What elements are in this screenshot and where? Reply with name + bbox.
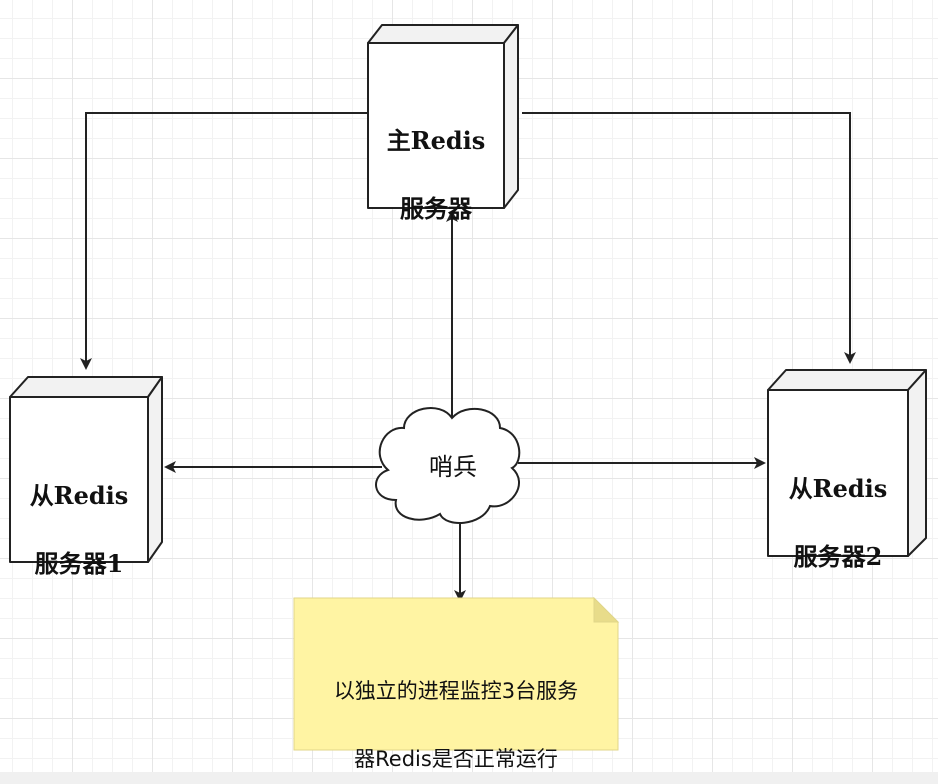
- note-card[interactable]: [293, 596, 620, 751]
- slave2-server-label-line2: 服务器2: [793, 542, 883, 571]
- slave1-server-label: 从Redis 服务器1: [10, 445, 148, 615]
- sentinel-cloud[interactable]: [375, 407, 521, 525]
- connector-master-to-slave1: [80, 112, 368, 370]
- slave1-server-label-line1: 从Redis: [29, 481, 129, 510]
- master-server-top: [367, 24, 519, 44]
- note-text: 以独立的进程监控3台服务 器Redis是否正常运行: [296, 640, 616, 784]
- slave1-server-top: [9, 376, 163, 398]
- slave2-server-top: [767, 369, 927, 391]
- note-text-line1: 以独立的进程监控3台服务: [333, 679, 579, 703]
- master-server-label-line2: 服务器: [400, 194, 472, 223]
- slave2-server-front: [767, 389, 909, 557]
- note-text-line2: 器Redis是否正常运行: [354, 747, 558, 771]
- slave2-server-box[interactable]: [767, 369, 927, 557]
- sentinel-label: 哨兵: [429, 453, 477, 481]
- slave1-server-front: [9, 396, 149, 563]
- note-fold: [593, 596, 620, 623]
- slave1-server-label-line2: 服务器1: [34, 549, 124, 578]
- connector-master-to-slave2: [522, 112, 856, 364]
- master-server-side: [503, 24, 519, 209]
- bottom-strip: [0, 772, 938, 784]
- slave1-server-side: [147, 376, 163, 563]
- slave2-server-label: 从Redis 服务器2: [768, 438, 908, 608]
- master-server-box[interactable]: [367, 24, 519, 209]
- slave1-server-box[interactable]: [9, 376, 163, 563]
- slave2-server-label-line1: 从Redis: [788, 474, 888, 503]
- master-server-front: [367, 42, 505, 209]
- slave2-server-side: [907, 369, 927, 557]
- note-body: [293, 597, 619, 751]
- master-server-label-line1: 主Redis: [386, 126, 486, 155]
- master-server-label: 主Redis 服务器: [368, 90, 504, 260]
- connectors: [80, 112, 856, 602]
